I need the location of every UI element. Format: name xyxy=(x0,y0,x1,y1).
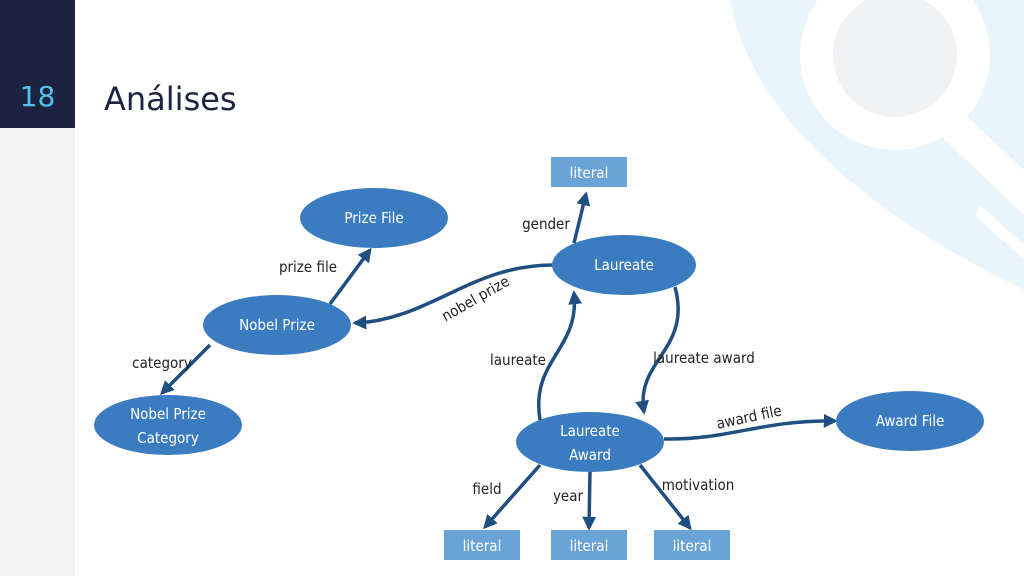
laureate-award-label-1: Laureate xyxy=(560,422,620,440)
edge-award-file xyxy=(663,413,838,441)
laureate-node xyxy=(552,235,696,295)
literal-gender-label: literal xyxy=(570,164,609,182)
literal-field-node xyxy=(444,530,520,560)
edge-label-category: category xyxy=(132,354,192,372)
laureate-award-label-2: Award xyxy=(569,446,611,464)
slide-number-box xyxy=(0,0,75,128)
nobel-prize-category-node xyxy=(94,395,242,455)
laureate-award-node xyxy=(516,412,664,472)
edge-nobel-prize xyxy=(352,263,554,330)
edge-label-field: field xyxy=(472,480,501,498)
literal-motivation-label: literal xyxy=(673,537,712,555)
edge-label-prize-file: prize file xyxy=(279,258,337,276)
prize-file-label: Prize File xyxy=(344,209,403,227)
edge-motivation xyxy=(638,463,692,531)
literal-motivation-node xyxy=(654,530,730,560)
prize-file-node xyxy=(300,188,448,248)
edge-label-laureate: laureate xyxy=(490,351,546,369)
nobel-prize-node xyxy=(203,295,351,355)
edge-laureate xyxy=(536,290,583,421)
literal-year-label: literal xyxy=(570,537,609,555)
edge-category xyxy=(160,343,212,395)
edge-label-gender: gender xyxy=(522,215,570,233)
literal-field-label: literal xyxy=(463,537,502,555)
edge-gender xyxy=(572,191,591,244)
decorative-magnifier xyxy=(730,0,1024,290)
literal-year-node xyxy=(551,530,627,560)
edge-label-laureate-award: laureate award xyxy=(653,349,755,367)
laureate-label: Laureate xyxy=(594,256,654,274)
award-file-label: Award File xyxy=(876,412,945,430)
edge-label-year: year xyxy=(553,487,584,505)
edge-prize-file xyxy=(328,247,372,306)
nobel-prize-category-label-2: Category xyxy=(137,429,199,447)
nobel-prize-label: Nobel Prize xyxy=(239,316,315,334)
nobel-prize-category-label-1: Nobel Prize xyxy=(130,405,206,423)
edge-laureate-award xyxy=(635,286,680,415)
slide-number: 18 xyxy=(19,80,56,113)
edge-field xyxy=(483,463,542,530)
edge-year xyxy=(582,469,597,531)
slide-title: Análises xyxy=(104,80,237,118)
edge-label-motivation: motivation xyxy=(662,476,735,494)
literal-gender-node xyxy=(551,157,627,187)
award-file-node xyxy=(836,391,984,451)
